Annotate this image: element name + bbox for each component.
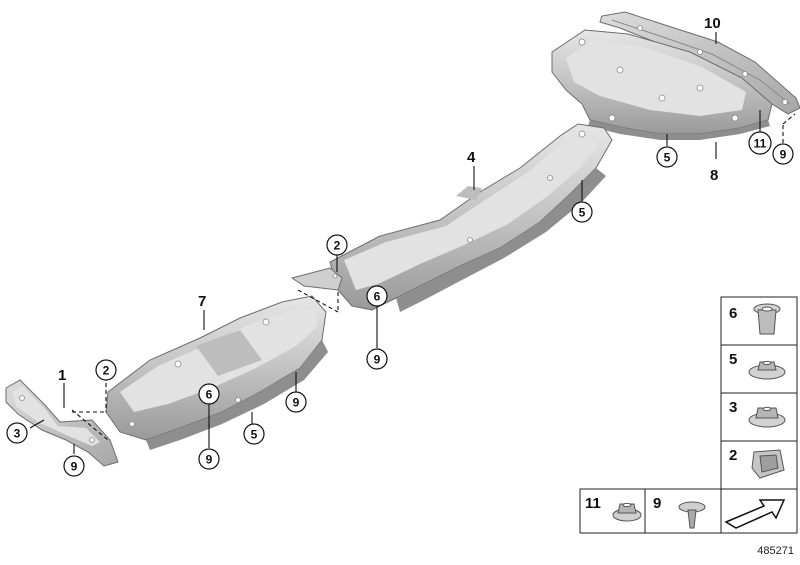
callout-7: 7	[198, 293, 206, 310]
circled-callout-9-e: 9	[772, 143, 794, 165]
callout-9-d: 9	[374, 353, 381, 367]
key-label-6: 6	[729, 305, 737, 322]
circled-callout-9-d: 9	[366, 348, 388, 370]
spring-clip-icon	[751, 449, 785, 479]
circled-callout-6-b: 6	[366, 285, 388, 307]
circled-callout-2-mid: 2	[326, 234, 348, 256]
part-1-bracket	[5, 379, 119, 467]
callout-4: 4	[467, 149, 476, 166]
callout-5-c: 5	[664, 151, 671, 165]
callout-1: 1	[58, 367, 66, 384]
circled-callout-11: 11	[748, 131, 772, 155]
circled-callout-5-b: 5	[571, 201, 593, 223]
callout-3-left: 3	[14, 427, 21, 441]
circled-callout-5-a: 5	[243, 423, 265, 445]
callout-6-b: 6	[374, 290, 381, 304]
callout-10: 10	[704, 15, 721, 32]
callout-2-left: 2	[103, 364, 110, 378]
callout-9-e: 9	[780, 148, 787, 162]
callout-8: 8	[710, 167, 718, 184]
diagram-number: 485271	[757, 545, 794, 557]
circled-callout-9-a: 9	[63, 455, 85, 477]
key-label-3: 3	[729, 399, 737, 416]
key-label-11: 11	[585, 495, 601, 512]
key-label-2: 2	[729, 447, 737, 464]
callout-5-a: 5	[251, 428, 258, 442]
speed-nut-icon	[748, 406, 786, 428]
circled-callout-9-b: 9	[198, 448, 220, 470]
circled-callout-5-c: 5	[656, 146, 678, 168]
circled-callout-9-c: 9	[285, 391, 307, 413]
part-4-tunnel-shield	[329, 123, 613, 312]
callout-9-b: 9	[206, 453, 213, 467]
callout-2-mid: 2	[334, 239, 341, 253]
part-2-clip-mid	[290, 267, 343, 291]
callout-9-c: 9	[293, 396, 300, 410]
fastener-key-panel: 6 5 3 2 9	[579, 296, 798, 534]
callout-5-b: 5	[579, 206, 586, 220]
leader-lines	[29, 32, 796, 454]
circled-callout-3-left: 3	[6, 422, 28, 444]
rivet-nut-icon	[753, 303, 781, 335]
hex-nut-icon	[612, 502, 642, 522]
key-label-5: 5	[729, 351, 737, 368]
part-7-heat-shield	[105, 295, 328, 450]
key-label-9: 9	[653, 495, 661, 512]
forward-arrow-icon	[724, 499, 786, 529]
callout-6-a: 6	[206, 388, 213, 402]
callout-9-a: 9	[71, 460, 78, 474]
part-8-panel	[551, 29, 773, 140]
callout-11: 11	[754, 137, 767, 151]
flange-nut-icon	[748, 360, 786, 380]
circled-callout-6-a: 6	[198, 383, 220, 405]
circled-callout-2-left: 2	[95, 359, 117, 381]
push-rivet-icon	[678, 501, 706, 529]
